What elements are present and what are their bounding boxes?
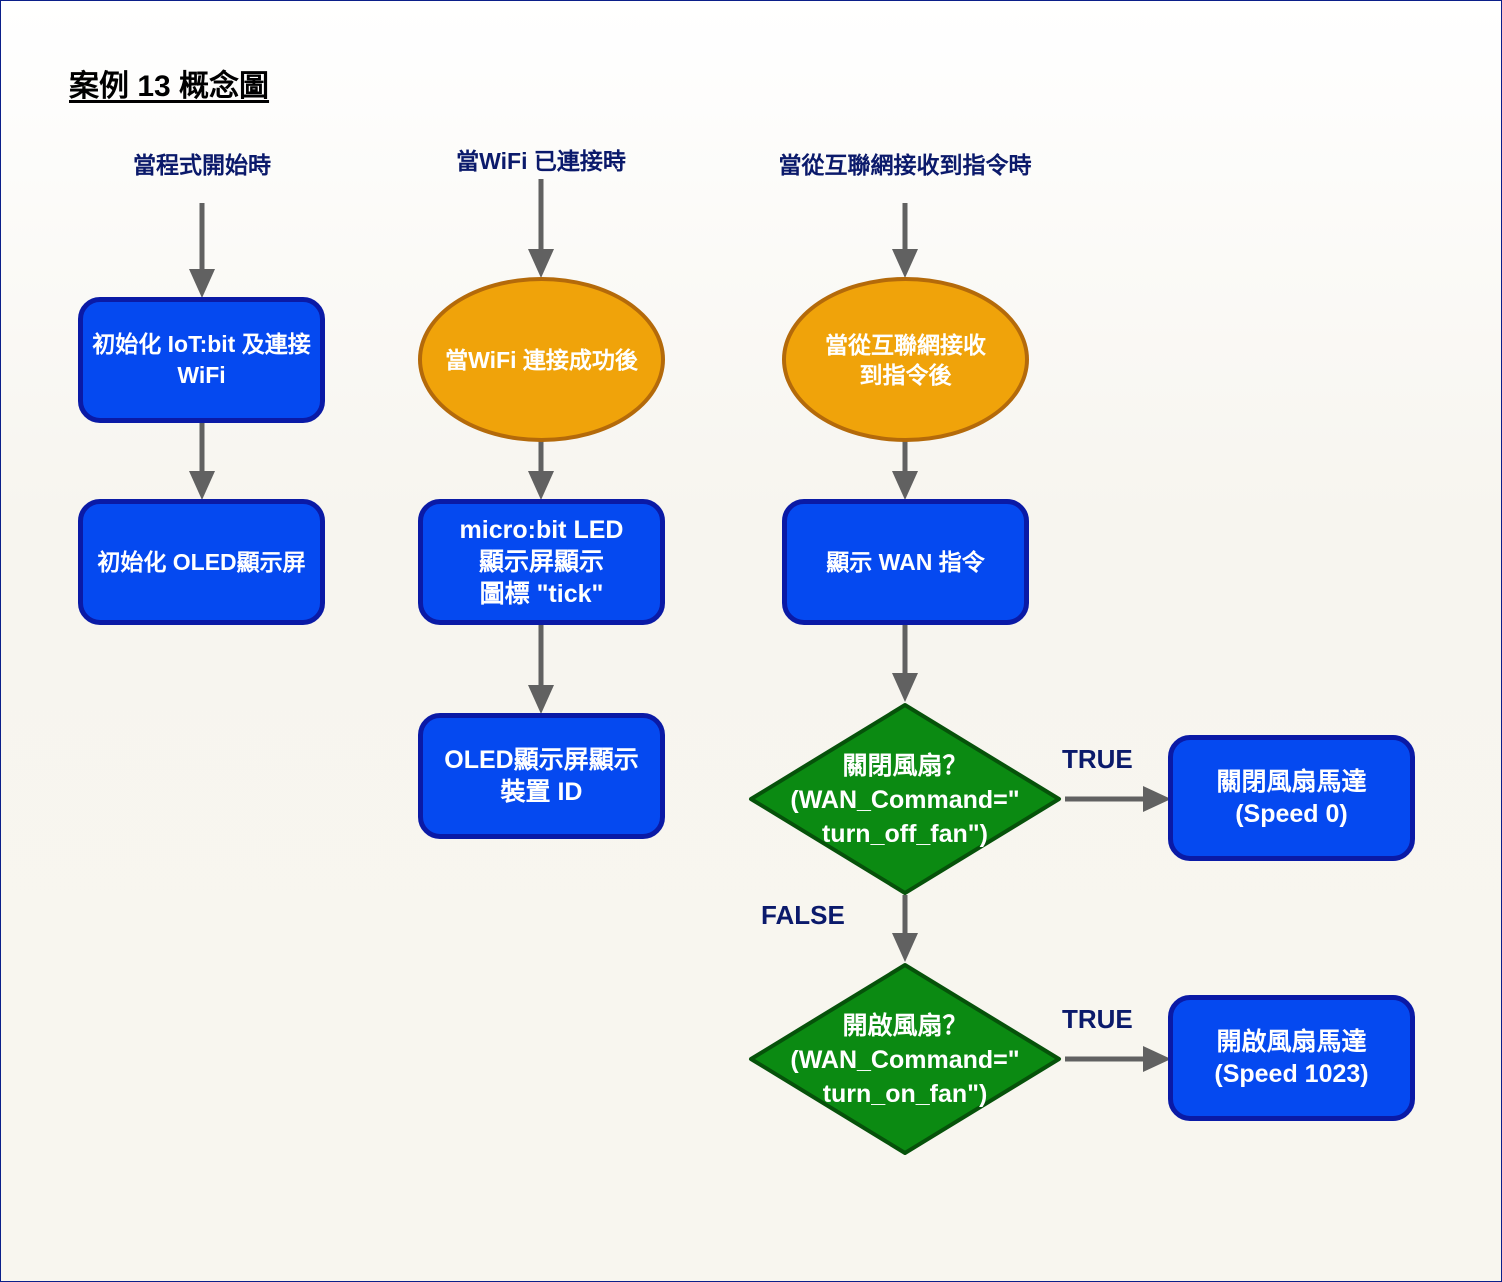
- decision-on-line1: 開啟風扇？: [842, 1012, 968, 1040]
- decision-turn-off-fan-label: 關閉風扇？ (WAN_Command=" turn_off_fan"): [751, 745, 1059, 855]
- process-show-wan-command-label: 顯示 WAN 指令: [826, 548, 985, 575]
- decision-turn-off-fan: [749, 703, 1061, 895]
- process-show-wan-command: 顯示 WAN 指令: [782, 499, 1029, 625]
- process-init-oled: 初始化 OLED顯示屏: [78, 499, 325, 625]
- process-show-tick-icon: micro:bit LED 顯示屏顯示 圖標 "tick": [418, 499, 665, 625]
- decision-on-line2: (WAN_Command=": [790, 1046, 1020, 1074]
- process-init-iot: 初始化 IoT:bit 及連接 WiFi: [78, 297, 325, 423]
- event-command-received: 當從互聯網接收 到指令後: [782, 277, 1029, 442]
- process-init-iot-line2: WiFi: [177, 362, 226, 388]
- event-command-received-line2: 到指令後: [859, 361, 952, 388]
- diagram-title: 案例 13 概念圖: [69, 70, 270, 103]
- event-wifi-connected-label: 當WiFi 連接成功後: [445, 346, 638, 373]
- event-command-received-line1: 當從互聯網接收: [825, 331, 986, 358]
- process-show-tick-line1: micro:bit LED: [459, 516, 624, 544]
- action-fan-on: 開啟風扇馬達 (Speed 1023): [1168, 995, 1415, 1121]
- trigger-wifi-connected: 當WiFi 已連接時: [456, 148, 626, 174]
- decision-off-line2: (WAN_Command=": [790, 786, 1020, 814]
- action-fan-on-line2: (Speed 1023): [1214, 1060, 1369, 1088]
- action-fan-on-line1: 開啟風扇馬達: [1216, 1028, 1367, 1056]
- process-show-device-id: OLED顯示屏顯示 裝置 ID: [418, 713, 665, 839]
- trigger-command-received: 當從互聯網接收到指令時: [778, 152, 1032, 178]
- event-wifi-connected: 當WiFi 連接成功後: [418, 277, 665, 442]
- action-fan-off: 關閉風扇馬達 (Speed 0): [1168, 735, 1415, 861]
- process-show-device-id-line2: 裝置 ID: [500, 778, 583, 806]
- action-fan-off-line1: 關閉風扇馬達: [1216, 768, 1367, 796]
- process-init-oled-label: 初始化 OLED顯示屏: [97, 548, 306, 575]
- process-init-iot-line1: 初始化 IoT:bit 及連接: [92, 331, 311, 357]
- trigger-program-start: 當程式開始時: [133, 152, 271, 178]
- decision-off-line3: turn_off_fan"): [821, 820, 988, 848]
- decision-turn-on-fan: [749, 963, 1061, 1155]
- decision-off-line1: 關閉風扇？: [842, 752, 968, 780]
- decision-turn-on-fan-label: 開啟風扇？ (WAN_Command=" turn_on_fan"): [751, 1005, 1059, 1115]
- decision-on-line3: turn_on_fan"): [822, 1080, 988, 1108]
- process-show-tick-line2: 顯示屏顯示: [478, 548, 604, 576]
- process-show-tick-line3: 圖標 "tick": [479, 580, 604, 608]
- action-fan-off-line2: (Speed 0): [1235, 800, 1348, 828]
- edge-label-false: FALSE: [761, 900, 845, 930]
- edge-label-true-on: TRUE: [1062, 1004, 1133, 1034]
- edge-label-true-off: TRUE: [1062, 744, 1133, 774]
- process-show-device-id-line1: OLED顯示屏顯示: [444, 746, 639, 774]
